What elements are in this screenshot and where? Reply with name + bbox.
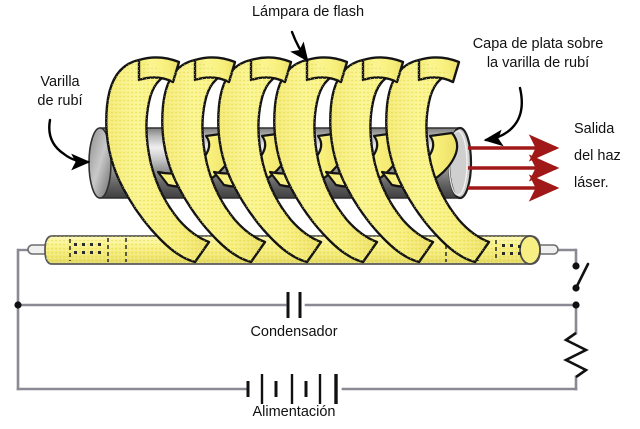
laser-beam-arrows [468, 134, 560, 202]
resistor-symbol [563, 331, 589, 379]
label-beam-line1: Salida [574, 121, 615, 137]
label-power-supply: Alimentación [252, 404, 336, 420]
leader-arrows [48, 30, 523, 171]
label-beam-line3: láser. [574, 175, 609, 191]
capacitor-symbol [286, 292, 302, 318]
circuit-wiring [16, 248, 578, 391]
leader-ruby-rod [48, 118, 91, 171]
label-ruby-rod-line2: de rubí [37, 93, 83, 109]
leader-flash-lamp [290, 30, 309, 62]
circuit-junctions [14, 262, 580, 309]
label-silver-coating-line2: la varilla de rubí [486, 55, 590, 71]
label-ruby-rod-line1: Varilla [40, 74, 80, 90]
battery-symbol [246, 374, 338, 404]
label-beam-line2: del haz [574, 148, 621, 164]
leader-silver-coat [483, 86, 523, 147]
label-flash-lamp: Lámpara de flash [251, 4, 365, 20]
label-capacitor: Condensador [250, 324, 338, 340]
switch-symbol [574, 262, 590, 290]
label-silver-coating-line1: Capa de plata sobre [472, 36, 604, 52]
coil-texture [106, 60, 489, 262]
